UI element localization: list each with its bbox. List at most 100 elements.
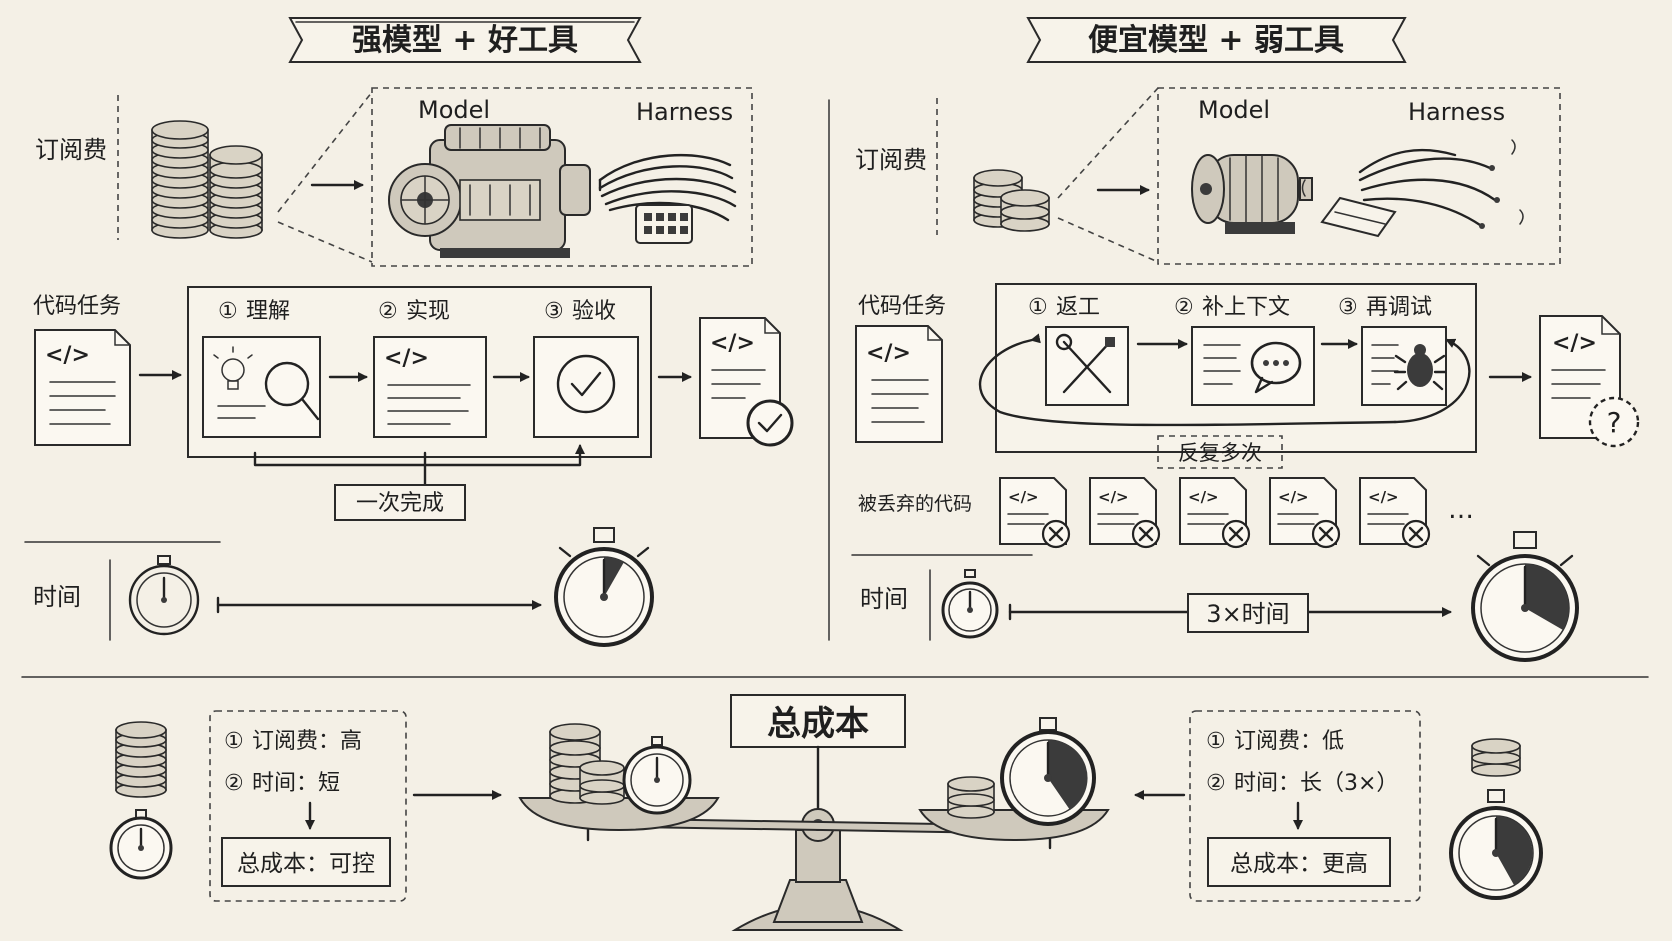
- discarded-doc-1-glyph: </>: [1008, 488, 1039, 506]
- discarded-doc-3: </>: [1179, 477, 1251, 549]
- left-summary-line2-num: ②: [224, 771, 244, 796]
- right-summary-box: [1189, 710, 1421, 902]
- left-step-2-num: ②: [378, 299, 398, 324]
- right-uncertain-document: </> ?: [1539, 315, 1640, 448]
- left-model-label: Model: [418, 96, 490, 124]
- right-result-box: [1207, 837, 1391, 887]
- right-step-2: ② 补上下文: [1174, 295, 1315, 406]
- right-step-1-label: 返工: [1056, 295, 1100, 320]
- left-zoom-line-top: [277, 91, 373, 213]
- right-pan-coins: [947, 776, 995, 819]
- right-step-1: ① 返工: [1028, 295, 1129, 406]
- left-coin-stacks: [151, 120, 263, 239]
- right-result-mark: ?: [1607, 406, 1622, 439]
- right-pan-stopwatch-elapsed: [1048, 739, 1088, 810]
- wrench-screwdriver-icon: [1055, 333, 1115, 394]
- discarded-doc-5: </>: [1359, 477, 1431, 549]
- discarded-doc-1: </>: [999, 477, 1071, 549]
- right-harness-label: Harness: [1408, 98, 1505, 126]
- bottom-left-stopwatch-icon: [109, 809, 173, 880]
- left-step-3: ③ 验收: [533, 299, 639, 438]
- right-subscription-label: 订阅费: [855, 146, 927, 174]
- right-step-2-num: ②: [1174, 295, 1194, 320]
- right-stopwatch-elapsed: [1525, 564, 1569, 630]
- discarded-doc-4: </>: [1269, 477, 1341, 549]
- discarded-docs: </> </> </> </> </>: [999, 477, 1474, 549]
- right-small-stopwatch-icon: [941, 569, 999, 639]
- right-coin-stacks: [973, 169, 1050, 232]
- done-check-icon: [746, 399, 794, 447]
- left-subscription-label: 订阅费: [35, 136, 107, 164]
- left-step-3-num: ③: [544, 299, 564, 324]
- magnifier-icon: [264, 361, 320, 421]
- right-zoom-line-bottom: [1057, 217, 1159, 263]
- right-pan-stopwatch-icon: [1000, 717, 1096, 826]
- lightbulb-icon: [213, 346, 253, 390]
- left-task-document: </>: [34, 329, 131, 446]
- discarded-doc-4-glyph: </>: [1278, 488, 1309, 506]
- bottom-right-coins: [1471, 738, 1521, 777]
- left-pan-stopwatch-icon: [622, 736, 692, 815]
- right-model-harness-box: [1157, 87, 1561, 265]
- right-title-banner: 便宜模型 + 弱工具: [1026, 17, 1407, 63]
- left-task-label: 代码任务: [33, 294, 121, 319]
- total-cost-title: 总成本: [767, 704, 869, 744]
- left-summary-result: 总成本：可控: [237, 851, 375, 877]
- left-summary-line1-num: ①: [224, 729, 244, 754]
- right-title: 便宜模型 + 弱工具: [1088, 23, 1344, 58]
- left-step-2-label: 实现: [406, 299, 450, 324]
- left-step-3-label: 验收: [572, 299, 616, 324]
- bug-icon: [1393, 344, 1447, 391]
- left-done-code-glyph: </>: [710, 330, 755, 356]
- left-engine-icon: [388, 124, 591, 258]
- left-stopwatch-elapsed: [604, 556, 624, 597]
- discarded-doc-2-glyph: </>: [1098, 488, 1129, 506]
- right-step-3-label: 再调试: [1366, 295, 1432, 320]
- left-big-stopwatch-icon: [554, 527, 654, 647]
- left-step-2: ② 实现 </>: [373, 299, 487, 438]
- left-harness-label: Harness: [636, 98, 733, 126]
- check-circle-icon: [556, 354, 616, 414]
- right-loop-arrow-right: [1393, 338, 1471, 424]
- right-time-multiplier: 3×时间: [1206, 600, 1289, 628]
- right-summary-line1-num: ①: [1206, 729, 1226, 754]
- right-task-label: 代码任务: [858, 294, 946, 319]
- right-small-motor-icon: [1191, 154, 1313, 234]
- right-summary-line2: 时间：长（3×）: [1234, 771, 1398, 796]
- discarded-ellipsis: …: [1448, 495, 1474, 525]
- left-step-1-num: ①: [218, 299, 238, 324]
- bottom-right-stopwatch-elapsed: [1496, 816, 1533, 885]
- chat-bubble-icon: [1250, 341, 1302, 394]
- discarded-doc-5-glyph: </>: [1368, 488, 1399, 506]
- bottom-right-stopwatch-icon: [1449, 789, 1543, 900]
- left-summary-line2: 时间：短: [252, 771, 340, 796]
- right-step-3-num: ③: [1338, 295, 1358, 320]
- right-summary-line2-num: ②: [1206, 771, 1226, 796]
- right-time-label: 时间: [860, 585, 908, 613]
- right-model-label: Model: [1198, 96, 1270, 124]
- right-time-multiplier-box: [1187, 593, 1309, 633]
- right-step-2-label: 补上下文: [1202, 295, 1290, 320]
- discarded-doc-2: </>: [1089, 477, 1161, 549]
- left-step-2-code-glyph: </>: [384, 345, 429, 371]
- left-result-box: [221, 837, 391, 887]
- left-summary-line1: 订阅费：高: [252, 729, 362, 754]
- right-repeat-label: 反复多次: [1178, 441, 1262, 465]
- right-discarded-label: 被丢弃的代码: [858, 493, 972, 515]
- left-time-label: 时间: [33, 583, 81, 611]
- right-task-code-glyph: </>: [866, 340, 911, 366]
- right-uncertain-code-glyph: </>: [1552, 330, 1597, 356]
- left-harness-icon: [598, 153, 737, 244]
- left-small-stopwatch-icon: [128, 555, 200, 636]
- left-step-1-label: 理解: [246, 299, 290, 324]
- right-task-document: </>: [855, 325, 943, 443]
- left-once-bracket: [253, 444, 585, 467]
- left-done-document: </>: [699, 317, 794, 447]
- right-loop-arrow-bottom: [978, 333, 1397, 427]
- left-task-code-glyph: </>: [45, 342, 90, 368]
- left-title-banner: 强模型 + 好工具: [288, 17, 642, 63]
- right-big-stopwatch-icon: [1471, 531, 1579, 662]
- right-summary-line1: 订阅费：低: [1234, 729, 1344, 754]
- left-zoom-line-bottom: [277, 221, 373, 263]
